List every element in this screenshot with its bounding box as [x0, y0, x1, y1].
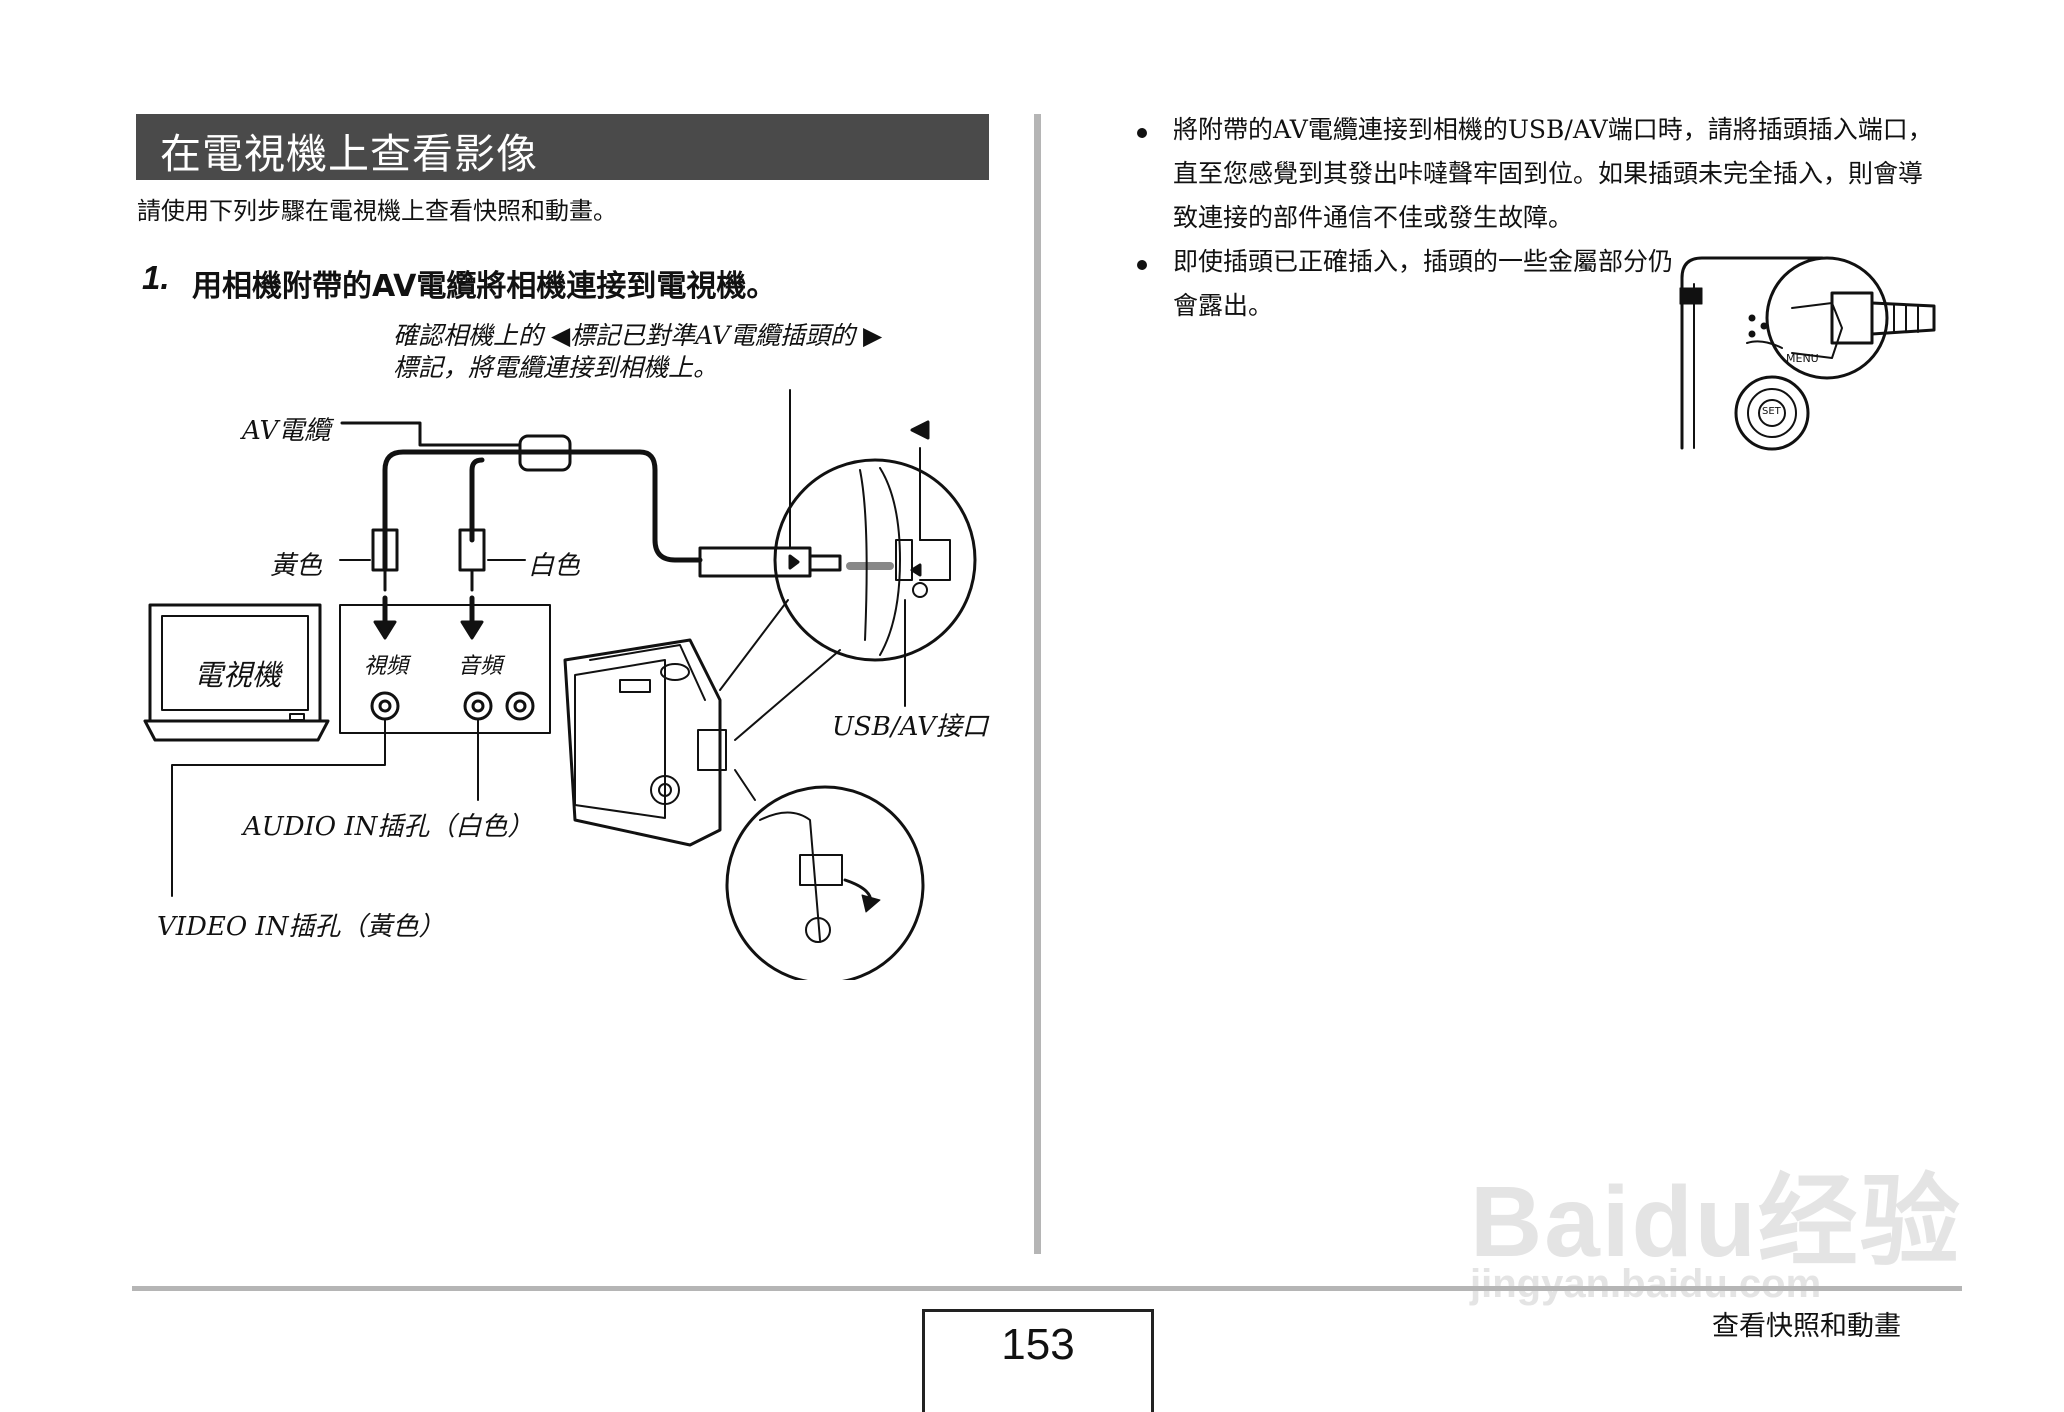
label-video: 視頻 [364, 654, 409, 679]
plug-detail-illustration [1679, 256, 1936, 451]
bullet-icon [1137, 128, 1147, 138]
page-number-box [922, 1309, 1154, 1412]
arrow-down-video [373, 620, 397, 640]
label-audio-in: AUDIO IN插孔（白色） [243, 812, 534, 842]
triangle-mark [910, 420, 930, 440]
column-separator [1034, 114, 1041, 1254]
figure-caption-line1: 確認相機上的 ◀標記已對準AV電纜插頭的 ▶ [393, 321, 883, 350]
zoom-circle [1765, 256, 1889, 380]
audio-jack-right [505, 691, 535, 721]
label-yellow: 黃色 [270, 551, 323, 581]
ferrite-core [518, 434, 572, 472]
step-number: 1. [142, 259, 170, 296]
video-jack [370, 691, 400, 721]
audio-jack-left [463, 691, 493, 721]
label-video-in: VIDEO IN插孔（黃色） [157, 912, 445, 942]
label-usb-av-port: USB/AV接口 [832, 712, 988, 742]
camera-body [563, 638, 722, 847]
av-cable-label-line [340, 421, 522, 447]
footer-rule [132, 1286, 1962, 1291]
jack-panel [339, 604, 551, 734]
intro-text: 請使用下列步驟在電視機上查看快照和動畫。 [137, 197, 617, 225]
label-audio: 音頻 [458, 654, 503, 679]
bullet-icon [1137, 260, 1147, 270]
note-item: 將附帶的AV電纜連接到相機的USB/AV端口時，請將插頭插入端口，直至您感覺到其… [1137, 108, 1937, 240]
tv-outline [148, 603, 322, 723]
magnified-port-view [773, 458, 977, 662]
magnified-cover-view [725, 785, 925, 980]
label-white: 白色 [528, 551, 581, 581]
figure-caption-line2: 標記，將電纜連接到相機上。 [393, 353, 719, 382]
page-number: 153 [1001, 1320, 1075, 1369]
connection-diagram [143, 389, 977, 980]
step-text: 用相機附帶的AV電纜將相機連接到電視機。 [192, 269, 777, 304]
av-cable [382, 449, 703, 571]
footer-section-name: 查看快照和動畫 [1712, 1311, 1901, 1342]
note-item: 即使插頭已正確插入，插頭的一些金屬部分仍會露出。 [1137, 240, 1693, 328]
section-title-bar [136, 114, 989, 180]
arrow-down-audio [460, 620, 484, 640]
section-title: 在電視機上查看影像 [160, 130, 538, 178]
watermark-url: jingyan.baidu.com [1470, 1262, 1822, 1306]
notes-list: 將附帶的AV電纜連接到相機的USB/AV端口時，請將插頭插入端口，直至您感覺到其… [1137, 108, 1937, 328]
label-av-cable: AV電纜 [242, 416, 331, 446]
menu-label: MENU [1786, 352, 1819, 365]
watermark-logo: Baidu经验 [1470, 1166, 1962, 1278]
set-label: SET [1762, 406, 1781, 417]
label-tv: 電視機 [194, 658, 282, 692]
